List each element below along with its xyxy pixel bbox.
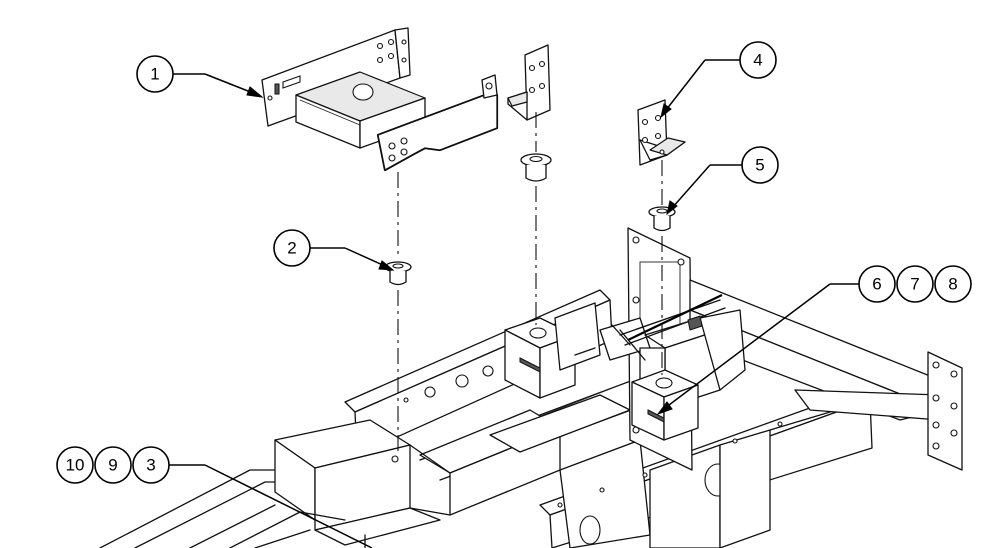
callout-7-label: 7 [910,275,919,294]
part-4-l-bracket [637,99,686,166]
callout-1-label: 1 [150,65,159,84]
l-bracket-upper-left [507,44,551,121]
callout-10: 10 [56,446,94,484]
callout-6-label: 6 [872,275,881,294]
callout-5: 5 [666,146,779,216]
callout-9-label: 9 [108,456,117,475]
callout-4: 4 [660,41,777,119]
callout-4-label: 4 [753,51,762,70]
callout-8: 8 [934,265,972,303]
callout-2-label: 2 [287,239,296,258]
callout-1: 1 [136,55,264,98]
callout-10-label: 10 [66,456,85,475]
callout-9: 9 [94,446,132,484]
part-1-bracket [261,27,499,172]
bushing-upper-middle [520,153,552,182]
callout-5-label: 5 [755,156,764,175]
part-2-bushing [384,261,412,286]
assembly-centerlines [397,112,663,452]
callout-2: 2 [273,229,395,271]
callout-8-label: 8 [948,275,957,294]
callout-7: 7 [896,265,934,303]
main-frame [99,227,963,548]
callout-3-label: 3 [146,456,155,475]
callout-6: 6 [656,265,896,416]
callout-3: 3 [132,446,373,548]
